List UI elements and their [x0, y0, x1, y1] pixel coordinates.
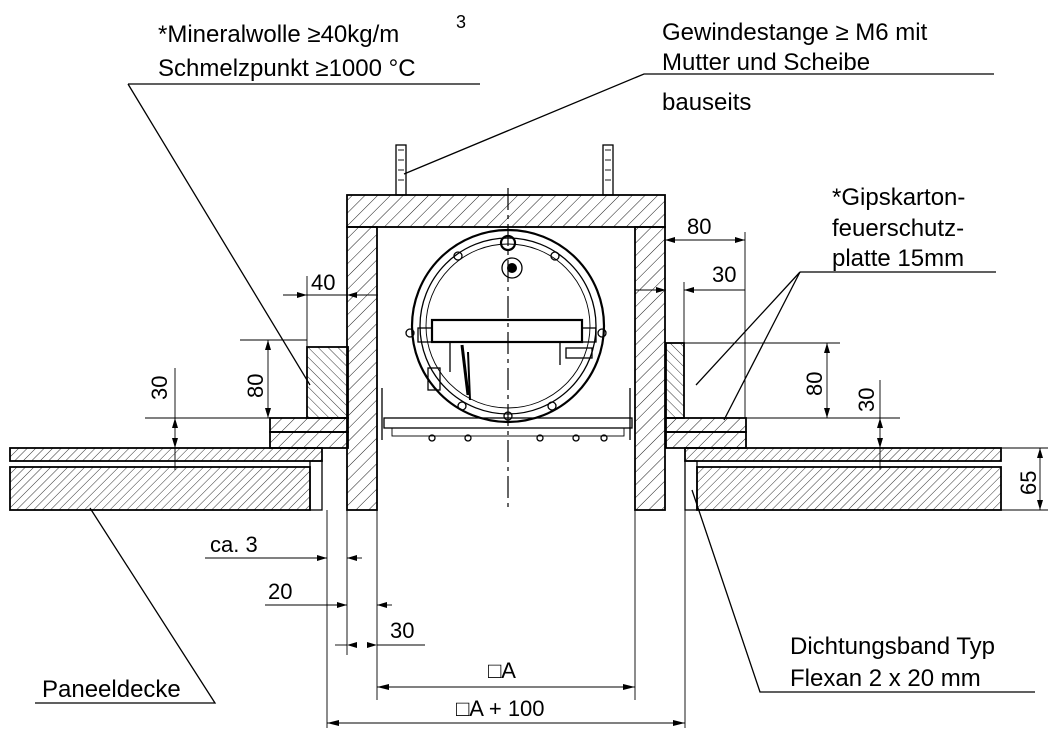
dim-80-right-label: 80 — [802, 372, 827, 396]
dim-80-left-label: 80 — [243, 374, 268, 398]
mineral-wool-label-line2: Schmelzpunkt ≥1000 °C — [158, 55, 416, 82]
dim-80-top: 80 — [665, 214, 746, 418]
leader-rod — [403, 73, 994, 175]
leader-mineral-wool — [127, 83, 311, 386]
ceiling-left — [9, 447, 323, 511]
gips-label-line1: *Gipskarton- — [832, 184, 965, 211]
dim-ca3-label: ca. 3 — [210, 532, 258, 557]
dim-20-label: 20 — [268, 579, 292, 604]
dim-30-top-label: 30 — [712, 262, 736, 287]
dim-40: 40 — [283, 270, 378, 347]
dim-30-bottom: 30 — [335, 618, 425, 648]
seal-label-line2: Flexan 2 x 20 mm — [790, 665, 981, 692]
dim-80-left: 80 — [240, 339, 307, 418]
gips-label-line3: platte 15mm — [832, 245, 964, 272]
rod-label-line1: Gewindestange ≥ M6 mit — [662, 19, 928, 46]
leader-panel — [35, 507, 217, 704]
panel-label: Paneeldecke — [42, 676, 181, 703]
dim-30-top: 30 — [635, 262, 745, 343]
damper-body — [381, 228, 633, 442]
threaded-rod-left — [395, 144, 407, 196]
mineral-wool-block-left — [306, 346, 349, 419]
mineral-wool-block-right — [665, 342, 685, 419]
dim-65: 65 — [1001, 447, 1048, 511]
damper-housing — [346, 194, 666, 511]
dim-80-right: 80 — [684, 342, 840, 418]
dim-30-right-label: 30 — [854, 388, 879, 412]
leader-seal — [691, 489, 1035, 693]
dim-30-left: 30 — [145, 368, 270, 470]
seal-label-line1: Dichtungsband Typ — [790, 633, 995, 660]
dim-20: 20 — [265, 579, 392, 608]
ceiling-right — [684, 447, 1002, 511]
dim-A-plus-100: □A + 100 — [327, 696, 685, 726]
board-strip-right — [665, 417, 747, 449]
rod-label-line3: bauseits — [662, 89, 751, 116]
dim-80-top-label: 80 — [687, 214, 711, 239]
gips-label-line2: feuerschutz- — [832, 215, 964, 242]
dim-A-plus-100-label: □A + 100 — [456, 696, 545, 721]
dim-40-label: 40 — [311, 270, 335, 295]
dim-A: □A — [377, 658, 635, 690]
threaded-rod-right — [602, 144, 614, 196]
rod-label-line2: Mutter und Scheibe — [662, 49, 870, 76]
dim-65-label: 65 — [1016, 471, 1041, 495]
dim-30-left-label: 30 — [147, 376, 172, 400]
leader-gips — [695, 271, 996, 421]
dim-30-right: 30 — [746, 380, 900, 470]
mineral-wool-superscript: 3 — [456, 12, 466, 32]
dim-ca3: ca. 3 — [205, 532, 362, 561]
dim-30-bottom-label: 30 — [390, 618, 414, 643]
dim-A-label: □A — [488, 658, 516, 683]
board-strip-left — [269, 417, 349, 449]
mineral-wool-label-line1: *Mineralwolle ≥40kg/m — [158, 21, 399, 48]
